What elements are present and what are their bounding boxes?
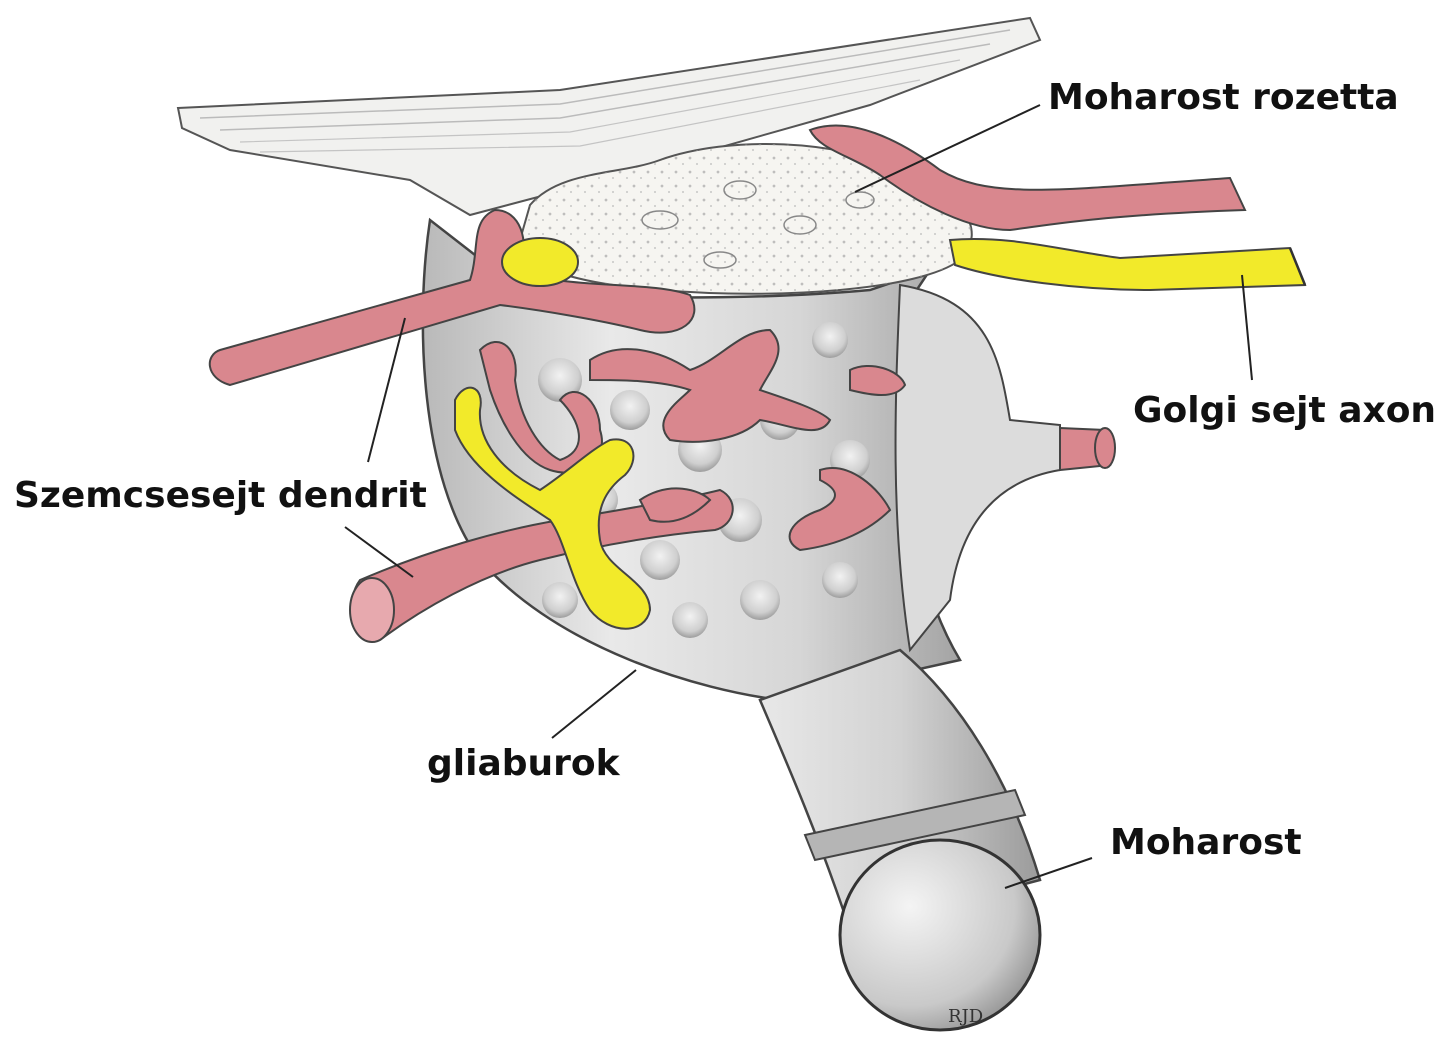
mossy-fiber: RJD bbox=[760, 650, 1040, 1030]
leader-golgi bbox=[1242, 275, 1252, 380]
label-gliaburok: gliaburok bbox=[427, 746, 620, 782]
mossy-fiber-end bbox=[840, 840, 1040, 1030]
label-moharost: Moharost bbox=[1110, 825, 1302, 861]
golgi-terminal bbox=[502, 238, 578, 286]
label-moharost-rozetta: Moharost rozetta bbox=[1048, 80, 1399, 116]
label-szemcsesejt-dendrit: Szemcsesejt dendrit bbox=[14, 478, 427, 514]
leader-dendrit-lower bbox=[345, 527, 413, 577]
artist-signature: RJD bbox=[948, 1006, 983, 1027]
golgi-axon bbox=[950, 239, 1305, 290]
label-golgi-sejt-axon: Golgi sejt axon bbox=[1133, 393, 1436, 429]
dendrite-cut-end bbox=[350, 578, 394, 642]
dendrite-right-stub bbox=[1060, 428, 1115, 470]
leader-glia bbox=[552, 670, 636, 738]
